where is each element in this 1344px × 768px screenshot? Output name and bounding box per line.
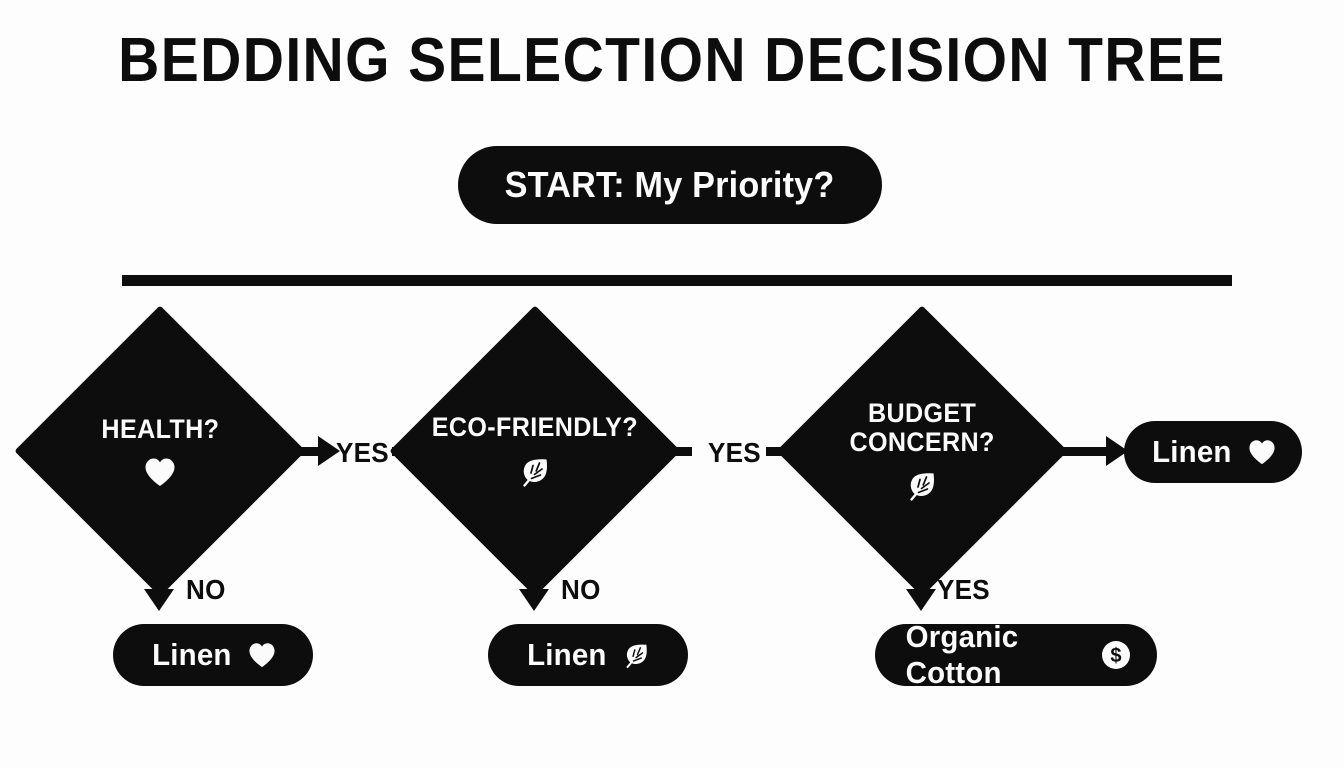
edge-budget-to-linen-arrowhead — [1106, 436, 1128, 466]
leaf-icon — [622, 641, 651, 670]
result-node-linen-budget[interactable]: Linen — [1124, 421, 1302, 483]
dollar-icon: $ — [1101, 640, 1131, 670]
edge-health-to-eco-line1 — [272, 447, 320, 456]
diamond-shape — [776, 305, 1068, 597]
edge-eco-down-arrowhead — [519, 589, 549, 611]
edge-label-health-no: NO — [186, 574, 226, 605]
result-node-linen-budget-label: Linen — [1152, 434, 1232, 469]
decision-node-budget[interactable]: BUDGET CONCERN? — [776, 305, 1068, 597]
start-node-label: START: My Priority? — [505, 164, 835, 205]
edge-health-to-eco-arrowhead — [318, 436, 340, 466]
start-node[interactable]: START: My Priority? — [458, 146, 882, 224]
edge-label-eco-no: NO — [561, 574, 601, 605]
edge-eco-to-budget-line1 — [648, 447, 692, 456]
edge-label-health-yes: YES — [336, 437, 389, 468]
result-node-organic-cotton-label: Organic Cotton — [905, 619, 1019, 690]
edge-label-budget-yes: YES — [937, 574, 990, 605]
edge-health-down-line — [155, 556, 164, 592]
diamond-shape — [14, 305, 306, 597]
result-node-linen-health-label: Linen — [152, 637, 232, 672]
result-node-linen-eco[interactable]: Linen — [488, 624, 688, 686]
heart-icon — [248, 642, 276, 668]
edge-budget-down-arrowhead — [906, 589, 936, 611]
edge-eco-down-line — [530, 556, 539, 592]
edge-health-down-arrowhead — [144, 589, 174, 611]
decision-node-health[interactable]: HEALTH? — [14, 305, 306, 597]
result-node-linen-eco-label: Linen — [526, 637, 607, 672]
edge-budget-to-linen-line — [1032, 447, 1110, 456]
page-title: BEDDING SELECTION DECISION TREE — [118, 26, 1226, 95]
edge-budget-down-line — [917, 556, 926, 592]
heart-icon — [1248, 439, 1276, 465]
result-node-organic-cotton[interactable]: Organic Cotton $ — [875, 619, 1157, 690]
edge-label-eco-yes: YES — [708, 437, 761, 468]
svg-text:$: $ — [1110, 645, 1121, 667]
decision-node-eco[interactable]: ECO-FRIENDLY? — [389, 305, 681, 597]
result-node-linen-health[interactable]: Linen — [113, 624, 313, 686]
diamond-shape — [389, 305, 681, 597]
header-divider — [122, 275, 1232, 286]
